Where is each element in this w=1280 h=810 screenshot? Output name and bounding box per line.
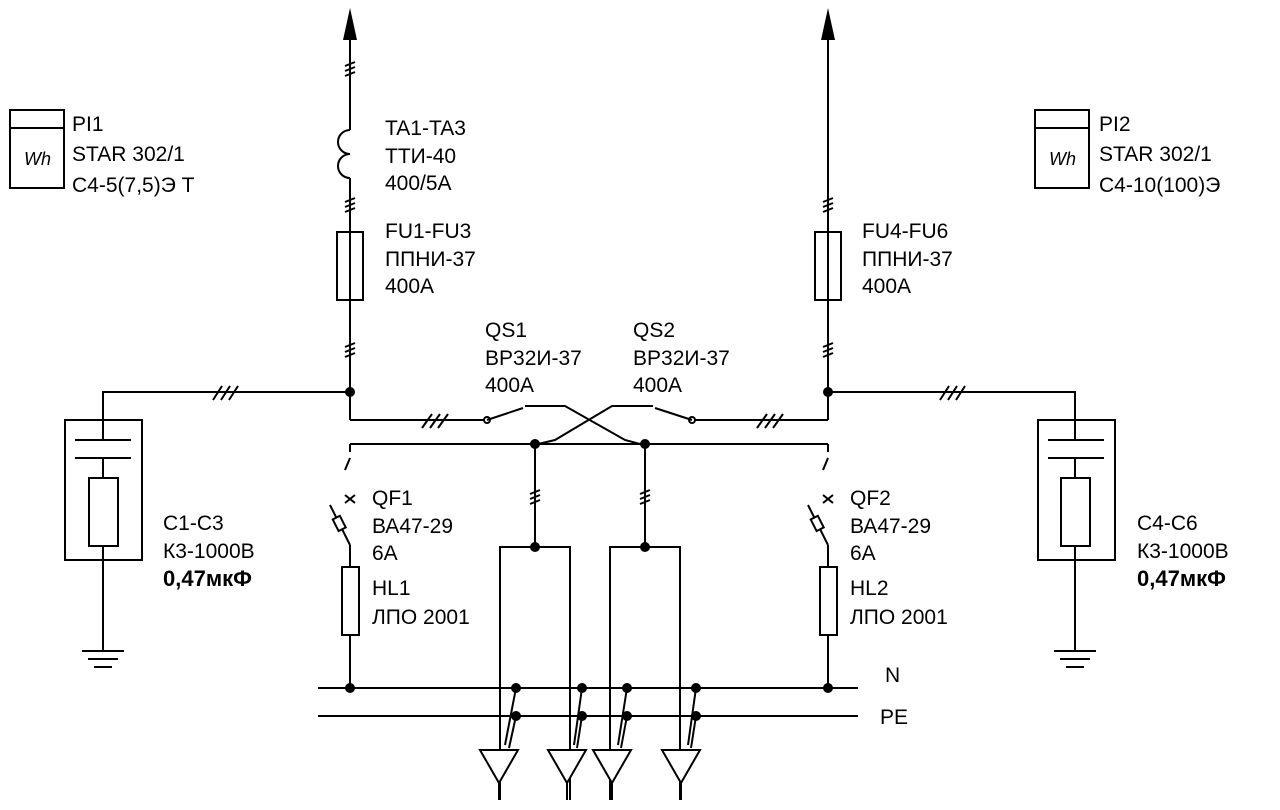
switch-qs2-label: QS2 ВР32И-37 400А (633, 319, 730, 397)
left-three-phase-ticks-top (344, 61, 356, 77)
left-incoming-feeder (336, 8, 364, 420)
qs1-blade-icon (486, 407, 524, 421)
right-arrow-up-icon (821, 8, 835, 40)
neutral-and-earth-buses (318, 683, 858, 721)
meter-pi1-model: STAR 302/1 (72, 143, 185, 166)
fuse-fu4-model: ППНИ-37 (862, 248, 953, 271)
ct-ratio: 400/5А (385, 172, 452, 195)
switch-qs2-rating: 400А (633, 374, 682, 397)
meter-pi1-designator: PI1 (72, 113, 104, 136)
switch-qs2-model: ВР32И-37 (633, 347, 730, 370)
meter-pi1: Wh PI1 STAR 302/1 С4-5(7,5)Э Т (9, 109, 195, 197)
breaker-qf1-designator: QF1 (372, 487, 413, 510)
right-incoming-feeder (814, 8, 842, 420)
right-three-phase-ticks-mid (822, 197, 834, 213)
switch-qs2-designator: QS2 (633, 319, 675, 342)
left-three-phase-ticks-mid (344, 197, 356, 213)
switch-qs1-model: ВР32И-37 (485, 347, 582, 370)
fuse-fu1-rating: 400А (385, 275, 434, 298)
meter-pi1-symbol: Wh (24, 149, 51, 169)
ct-label: TA1-TA3 ТТИ-40 400/5А (385, 117, 466, 195)
fuse-fu4-label: FU4-FU6 ППНИ-37 400А (862, 220, 953, 298)
lamp-hl2-designator: HL2 (850, 577, 889, 600)
capacitor-c4-value: 0,47мкФ (1137, 566, 1226, 591)
fuse-fu1-label: FU1-FU3 ППНИ-37 400А (385, 220, 476, 298)
breaker-qf2-rating: 6А (850, 542, 876, 565)
breaker-qf1-rating: 6А (372, 542, 398, 565)
lamp-hl2-model: ЛПО 2001 (850, 606, 948, 629)
left-indicator-branch (329, 444, 360, 693)
qs2-blade-icon (654, 407, 693, 421)
meter-pi1-spec: С4-5(7,5)Э Т (72, 174, 195, 197)
ct-model: ТТИ-40 (385, 145, 456, 168)
capacitor-c4-model: К3-1000В (1137, 540, 1229, 563)
capacitor-c1-label: С1-С3 К3-1000В 0,47мкФ (163, 512, 255, 591)
fuse-fu4-designator: FU4-FU6 (862, 220, 948, 243)
fuse-fu4-rating: 400А (862, 275, 911, 298)
left-three-phase-ticks-low (344, 342, 356, 358)
breaker-qf2-designator: QF2 (850, 487, 891, 510)
socket-outlet-2 (546, 687, 588, 800)
neutral-bus-label: N (885, 664, 900, 687)
breaker-qf2-label: QF2 ВА47-29 6А (850, 487, 931, 565)
meter-pi2-model: STAR 302/1 (1099, 143, 1212, 166)
meter-pi2-symbol: Wh (1049, 149, 1076, 169)
right-indicator-branch (807, 444, 838, 693)
left-arrow-up-icon (343, 8, 357, 40)
socket-outlet-3 (591, 687, 633, 800)
ct-designator: TA1-TA3 (385, 117, 466, 140)
meter-pi2: Wh PI2 STAR 302/1 С4-10(100)Э (1034, 109, 1220, 197)
fuse-fu1-designator: FU1-FU3 (385, 220, 471, 243)
right-ground-icon (1054, 650, 1096, 668)
capacitor-c1-designator: С1-С3 (163, 512, 224, 535)
lamp-hl2-label: HL2 ЛПО 2001 (850, 577, 948, 629)
current-transformer-coil-icon (337, 129, 351, 179)
socket-outlet-4 (660, 687, 702, 800)
capacitor-c1-value: 0,47мкФ (163, 566, 252, 591)
left-ground-icon (82, 650, 124, 668)
breaker-qf2-model: ВА47-29 (850, 515, 931, 538)
load-bus (350, 439, 828, 800)
socket-outlet-1 (478, 687, 520, 800)
capacitor-c4-label: С4-С6 К3-1000В 0,47мкФ (1137, 512, 1229, 591)
lamp-hl1-designator: HL1 (372, 577, 411, 600)
left-capacitor-branch (64, 385, 350, 668)
switch-qs1-rating: 400А (485, 374, 534, 397)
switch-qs1-label: QS1 ВР32И-37 400А (485, 319, 582, 397)
pe-bus-label: PE (880, 706, 908, 729)
meter-pi2-spec: С4-10(100)Э (1099, 174, 1220, 197)
switches-qs1-qs2 (350, 405, 828, 445)
breaker-qf1-model: ВА47-29 (372, 515, 453, 538)
right-three-phase-ticks-low (822, 342, 834, 358)
capacitor-c1-model: К3-1000В (163, 540, 255, 563)
lamp-hl2-icon (819, 566, 838, 636)
capacitor-c4-designator: С4-С6 (1137, 512, 1198, 535)
lamp-hl1-label: HL1 ЛПО 2001 (372, 577, 470, 629)
meter-pi2-designator: PI2 (1099, 113, 1131, 136)
switch-qs1-designator: QS1 (485, 319, 527, 342)
right-capacitor-branch (828, 385, 1116, 668)
breaker-qf1-label: QF1 ВА47-29 6А (372, 487, 453, 565)
capacitor-c4-enclosure (1037, 419, 1116, 561)
lamp-hl1-model: ЛПО 2001 (372, 606, 470, 629)
fuse-fu1-model: ППНИ-37 (385, 248, 476, 271)
lamp-hl1-icon (341, 566, 360, 636)
